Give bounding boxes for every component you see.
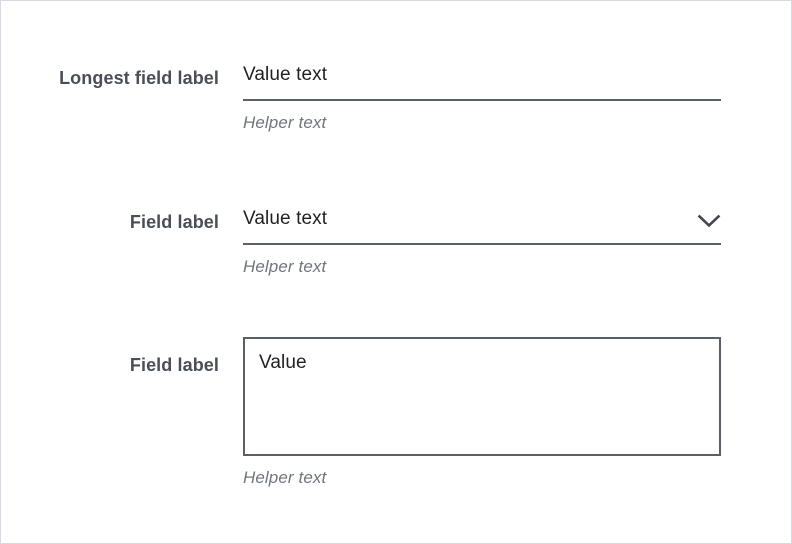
field-control-textarea: Value Helper text bbox=[243, 337, 721, 488]
textarea-value: Value bbox=[259, 352, 307, 373]
chevron-down-icon[interactable] bbox=[697, 213, 721, 229]
text-input-value: Value text bbox=[243, 64, 328, 85]
field-label-textarea: Field label bbox=[129, 355, 219, 375]
helper-text-text-input: Helper text bbox=[243, 113, 327, 132]
field-label-select: Field label bbox=[129, 212, 219, 232]
field-control-text-input: Value text Helper text bbox=[243, 63, 721, 133]
field-group-text-input: Longest field label Value text Helper te… bbox=[47, 63, 721, 133]
select-value: Value text bbox=[243, 208, 328, 229]
field-control-select: Value text Helper text bbox=[243, 207, 721, 277]
textarea-input[interactable]: Value bbox=[243, 337, 721, 456]
helper-text-textarea: Helper text bbox=[243, 468, 327, 487]
field-group-textarea: Field label Value Helper text bbox=[47, 337, 721, 488]
field-label-longest: Longest field label bbox=[59, 68, 219, 88]
field-group-select: Field label Value text Helper text bbox=[47, 207, 721, 277]
helper-text-select: Helper text bbox=[243, 257, 327, 276]
text-input[interactable]: Value text bbox=[243, 63, 721, 101]
select-input[interactable]: Value text bbox=[243, 207, 721, 245]
